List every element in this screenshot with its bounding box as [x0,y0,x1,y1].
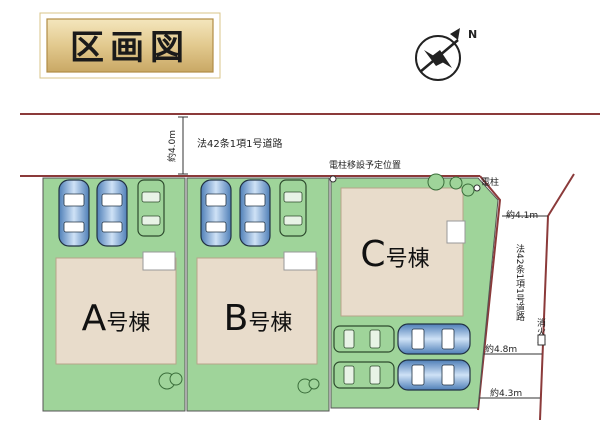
parking-lot-b [200,179,307,247]
lot-c-label: C号棟 [360,234,429,275]
road-right-name: 法42条1項1号道路 [514,243,525,322]
road-top-width: 約4.0m [166,130,178,162]
car-icon [96,179,128,247]
pole-label: 電柱 [481,176,499,188]
pole-relocation-marker-icon [329,175,337,183]
car-icon [333,361,395,389]
car-icon [58,179,90,247]
car-icon [239,179,271,247]
road-right-width-top: 約4.1m [506,209,538,221]
road-right-width-mid: 約4.8m [485,343,517,355]
north-arrow-icon [450,28,460,40]
pole-annotations: 電柱移設予定位置 電柱 [329,159,499,192]
lot-a-label: A号棟 [82,298,151,339]
parking-lot-c [333,323,471,391]
road-right-width-bottom: 約4.3m [490,387,522,399]
car-icon [200,179,232,247]
pole-marker-icon [473,184,481,192]
title-box: 区画図 [39,12,221,79]
car-icon [397,323,471,355]
road-top: 約4.0m 法42条1項1号道路 [20,113,600,177]
car-icon [333,325,395,353]
pole-relocation-label: 電柱移設予定位置 [329,159,401,171]
hydrant-icon [537,334,546,346]
hydrant-label: 消火栓 [535,317,546,346]
car-icon [137,179,165,237]
car-icon [279,179,307,237]
compass-rose: N [415,28,477,81]
map-title: 区画図 [70,28,190,68]
parking-lot-a [58,179,165,247]
car-icon [397,359,471,391]
north-label: N [468,28,477,41]
road-top-name: 法42条1項1号道路 [197,137,282,150]
road-right: 約4.1m 約4.8m 約4.3m 法42条1項1号道路 消火栓 [477,173,575,421]
lot-b-label: B号棟 [224,298,293,339]
